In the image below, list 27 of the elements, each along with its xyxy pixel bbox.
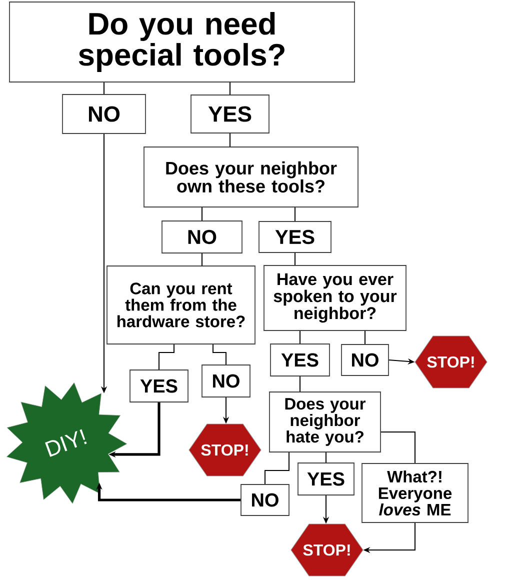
connector-line: [364, 330, 366, 345]
starburst: DIY!: [6, 382, 128, 504]
answer-box: What?! Everyone loves ME: [362, 463, 468, 523]
answer-box: YES: [298, 462, 354, 496]
connector-line: [380, 432, 416, 464]
stop-sign: STOP!: [188, 424, 262, 476]
answer-box: YES: [130, 370, 188, 402]
answer-box: YES: [270, 344, 330, 376]
question-box: Have you ever spoken to your neighbor?: [264, 265, 406, 331]
connector-line: [264, 452, 290, 485]
question-box: Does your neighbor own these tools?: [144, 146, 358, 208]
stop-sign: STOP!: [290, 524, 364, 576]
answer-box: YES: [258, 221, 332, 253]
answer-box: NO: [202, 364, 250, 398]
question-box: Does your neighbor hate you?: [269, 392, 381, 452]
question-box: Do you need special tools?: [9, 2, 355, 82]
answer-box: NO: [341, 344, 389, 376]
stop-sign: STOP!: [414, 336, 488, 388]
answer-box: NO: [240, 484, 290, 516]
connector-line: [294, 252, 296, 266]
question-box: Can you rent them from the hardware store?: [106, 266, 256, 344]
answer-box: YES: [190, 94, 270, 134]
answer-box: NO: [62, 94, 146, 134]
connector-line: [212, 344, 226, 366]
answer-box: NO: [162, 220, 242, 254]
connector-line: [158, 344, 174, 370]
connector-line: [294, 206, 296, 222]
